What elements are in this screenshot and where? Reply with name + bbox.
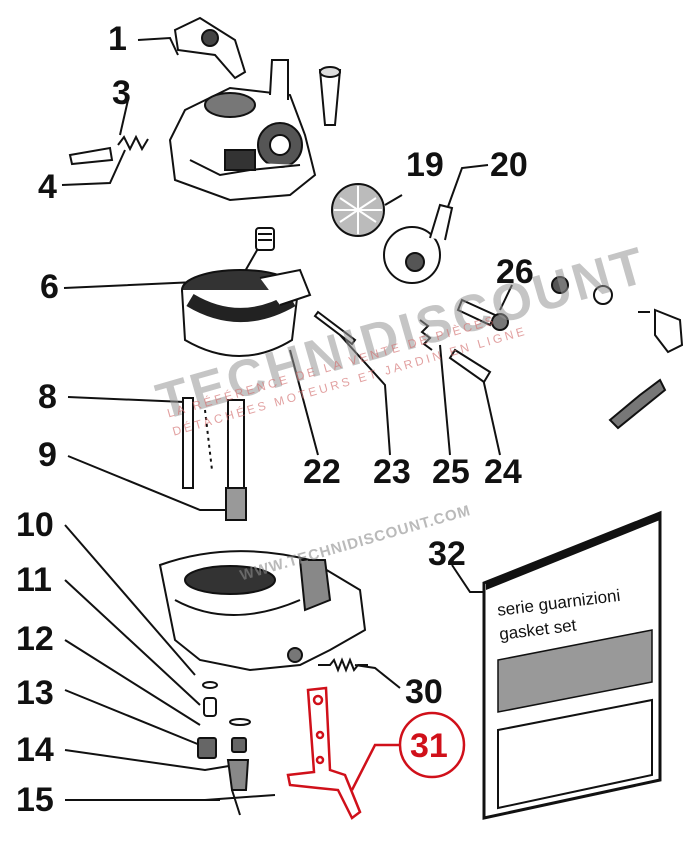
throttle-lever-part xyxy=(173,16,247,80)
leader-3 xyxy=(119,99,129,136)
main-jet-part xyxy=(255,227,275,251)
part-number-31: 31 xyxy=(410,727,448,765)
part-number-25: 25 xyxy=(432,453,470,491)
leader-13 xyxy=(64,689,201,746)
part-number-4: 4 xyxy=(38,168,57,206)
part-number-26: 26 xyxy=(496,253,534,291)
gasket-set-card xyxy=(482,510,662,820)
leader-30 xyxy=(354,664,401,689)
leader-14 xyxy=(64,749,236,772)
part-number-8: 8 xyxy=(38,378,57,416)
part-number-1: 1 xyxy=(108,20,127,58)
part-number-22: 22 xyxy=(303,453,341,491)
fuel-inlet-fitting-part xyxy=(383,203,454,284)
part-number-12: 12 xyxy=(16,620,54,658)
leader-31 xyxy=(350,743,400,791)
carburettor-top-assembly xyxy=(168,59,342,202)
leader-8 xyxy=(67,396,186,403)
leader-22 xyxy=(289,349,319,456)
part-number-13: 13 xyxy=(16,674,54,712)
leader-9 xyxy=(67,455,230,511)
part-number-6: 6 xyxy=(40,268,59,306)
part-number-30: 30 xyxy=(405,673,443,711)
part-number-14: 14 xyxy=(16,731,54,769)
spring-and-screw-parts xyxy=(419,319,492,384)
leader-4 xyxy=(61,149,126,186)
leader-20 xyxy=(444,164,489,216)
part-number-10: 10 xyxy=(16,506,54,544)
choke-bracket-part xyxy=(286,686,362,820)
part-number-23: 23 xyxy=(373,453,411,491)
leader-12 xyxy=(64,639,201,726)
part-number-15: 15 xyxy=(16,781,54,819)
leader-10 xyxy=(64,524,196,676)
leader-25 xyxy=(439,344,451,456)
part-number-20: 20 xyxy=(490,146,528,184)
part-number-3: 3 xyxy=(112,74,131,112)
part-number-24: 24 xyxy=(484,453,522,491)
float-part xyxy=(181,268,312,357)
idle-screw-part xyxy=(68,134,149,166)
highlight-circle-31 xyxy=(398,711,466,779)
part-number-19: 19 xyxy=(406,146,444,184)
leader-19 xyxy=(384,194,403,206)
leader-26 xyxy=(499,284,513,311)
filter-screen-part xyxy=(331,183,385,237)
emulsion-tube-parts xyxy=(182,397,247,521)
leader-23 xyxy=(339,334,391,456)
right-small-parts xyxy=(551,276,684,430)
part-number-32: 32 xyxy=(428,535,466,573)
drain-small-parts xyxy=(197,681,276,816)
float-bowl-body xyxy=(158,550,367,672)
leader-1 xyxy=(137,36,179,56)
part-number-9: 9 xyxy=(38,436,57,474)
leader-11 xyxy=(64,579,201,706)
part-number-11: 11 xyxy=(16,561,52,599)
banjo-bolt-part xyxy=(456,298,509,331)
float-needle-part xyxy=(313,310,357,346)
idle-spring-part xyxy=(318,657,368,673)
